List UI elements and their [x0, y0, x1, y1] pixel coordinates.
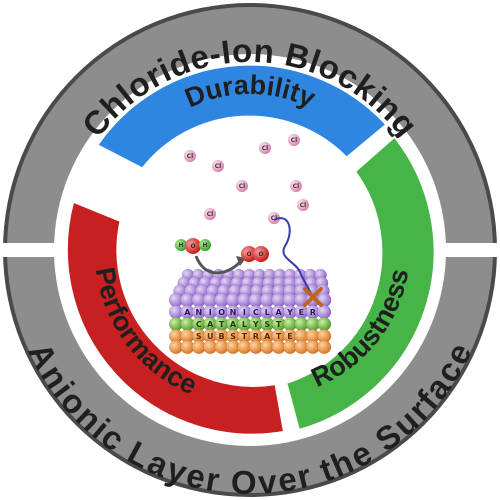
chloride-ion — [297, 199, 309, 211]
catalyst-layer-letter: A — [230, 320, 237, 329]
anionic-layer-letter: O — [218, 308, 225, 317]
oxygen-product: O O — [241, 246, 269, 262]
anionic-layer-letter: A — [275, 308, 282, 317]
block-x-icon — [303, 287, 323, 307]
anionic-front-sphere — [317, 304, 332, 320]
anionic-layer-letter: A — [184, 308, 191, 317]
substrate-layer-letter: T — [242, 332, 248, 341]
oxygen-product-atom-2 — [253, 246, 269, 262]
chloride-ion — [184, 150, 196, 162]
chloride-ion-label: Cl — [207, 211, 213, 218]
catalyst-layer-letter: Y — [252, 320, 259, 329]
chloride-ion — [268, 212, 280, 224]
chloride-ion-label: Cl — [291, 137, 297, 144]
water-molecule: H O H — [175, 238, 211, 254]
substrate-layer-letter: E — [287, 332, 292, 341]
substrate-sphere — [317, 339, 332, 355]
catalyst-layer-letter: T — [276, 320, 282, 329]
chloride-ion-label: Cl — [187, 153, 193, 160]
oxygen-product-atom-1 — [241, 246, 257, 262]
chloride-ion-label: Cl — [293, 183, 299, 190]
chloride-ion — [288, 134, 300, 146]
catalyst-sphere — [317, 316, 332, 332]
anionic-layer-letter: E — [299, 308, 304, 317]
catalyst-layer-letter: L — [242, 320, 247, 329]
anionic-layer-letter: C — [253, 308, 259, 317]
outer-ring-separator-right — [444, 243, 498, 257]
water-h-right — [199, 239, 211, 251]
chloride-ion-label: Cl — [271, 215, 277, 222]
substrate-layer-letter: A — [264, 332, 271, 341]
catalyst-layer-letter: C — [196, 320, 202, 329]
anionic-layer-letter: N — [230, 308, 237, 317]
water-h-left — [175, 239, 187, 251]
substrate-layer-letter: U — [207, 332, 214, 341]
catalyst-layer-letter: A — [207, 320, 214, 329]
outer-ring-separator-left — [2, 243, 56, 257]
catalyst-slab — [168, 268, 332, 355]
chloride-ion — [204, 208, 216, 220]
durability-segment — [95, 63, 388, 170]
oxygen-product-label-2: O — [258, 251, 263, 258]
water-h-right-label: H — [202, 242, 207, 249]
chloride-ion — [259, 142, 271, 154]
chloride-ion — [236, 180, 248, 192]
anionic-layer-letter: N — [195, 308, 202, 317]
catalyst-layer-letter: S — [264, 320, 270, 329]
chloride-ion — [212, 160, 224, 172]
catalyst-layer-letter: T — [219, 320, 225, 329]
chloride-ion-label: Cl — [262, 145, 268, 152]
anionic-layer-letter: I — [243, 308, 246, 317]
reaction-arrow — [194, 255, 242, 275]
chloride-ion-label: Cl — [300, 202, 306, 209]
blocked-chloride-path — [273, 217, 313, 297]
anionic-layer-letter: R — [310, 308, 316, 317]
oxygen-product-label-1: O — [246, 251, 251, 258]
chloride-ion-label: Cl — [215, 163, 221, 170]
substrate-layer-letter: T — [276, 332, 282, 341]
substrate-layer-letter: R — [253, 332, 259, 341]
performance-segment — [65, 200, 286, 436]
chloride-ion — [290, 180, 302, 192]
water-oxygen — [185, 238, 201, 254]
substrate-layer-letter: B — [219, 332, 225, 341]
anionic-layer-letter: L — [265, 308, 270, 317]
water-oxygen-label: O — [190, 243, 195, 250]
substrate-layer-letter: S — [196, 332, 202, 341]
anionic-layer-letter: I — [209, 308, 212, 317]
anionic-layer-letter: Y — [286, 308, 293, 317]
substrate-layer-letter: S — [230, 332, 236, 341]
water-h-left-label: H — [178, 242, 183, 249]
chloride-ion-label: Cl — [239, 183, 245, 190]
